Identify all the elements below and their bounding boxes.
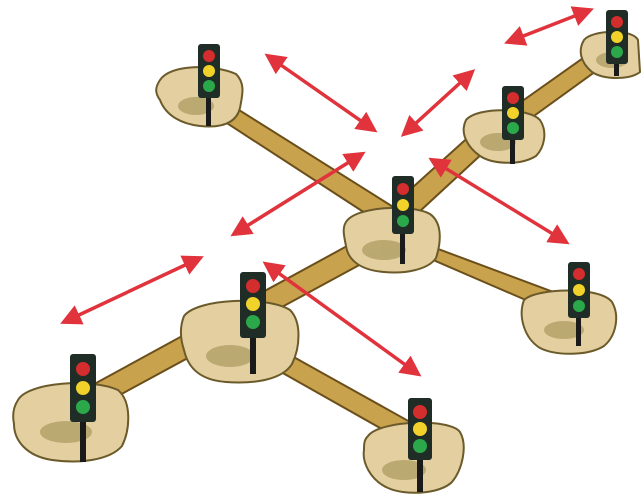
island-left: [180, 299, 300, 384]
shadow-top-left: [178, 97, 214, 115]
shadow-right: [544, 321, 584, 339]
traffic-light-icon: [392, 176, 414, 264]
traffic-light-icon: [198, 44, 220, 126]
traffic-light-icon: [568, 262, 590, 346]
traffic-lights: [70, 10, 628, 492]
double-headed-arrow-icon: [262, 261, 422, 377]
traffic-light-icon: [408, 398, 432, 492]
island-shadows: [40, 52, 628, 480]
shadow-bottom-left: [40, 421, 92, 443]
traffic-light-icon: [70, 354, 96, 462]
communication-arrows: [60, 6, 594, 377]
double-headed-arrow-icon: [504, 6, 594, 46]
shadow-left: [206, 345, 254, 367]
traffic-light-icon: [502, 86, 524, 164]
double-headed-arrow-icon: [264, 53, 378, 133]
island-center: [342, 206, 441, 274]
double-headed-arrow-icon: [400, 69, 476, 137]
traffic-light-icon: [240, 272, 266, 374]
traffic-light-icon: [606, 10, 628, 76]
double-headed-arrow-icon: [230, 151, 366, 237]
double-headed-arrow-icon: [60, 255, 204, 325]
double-headed-arrow-icon: [428, 157, 570, 245]
shadow-center: [362, 240, 406, 260]
shadow-bottom: [382, 460, 426, 480]
